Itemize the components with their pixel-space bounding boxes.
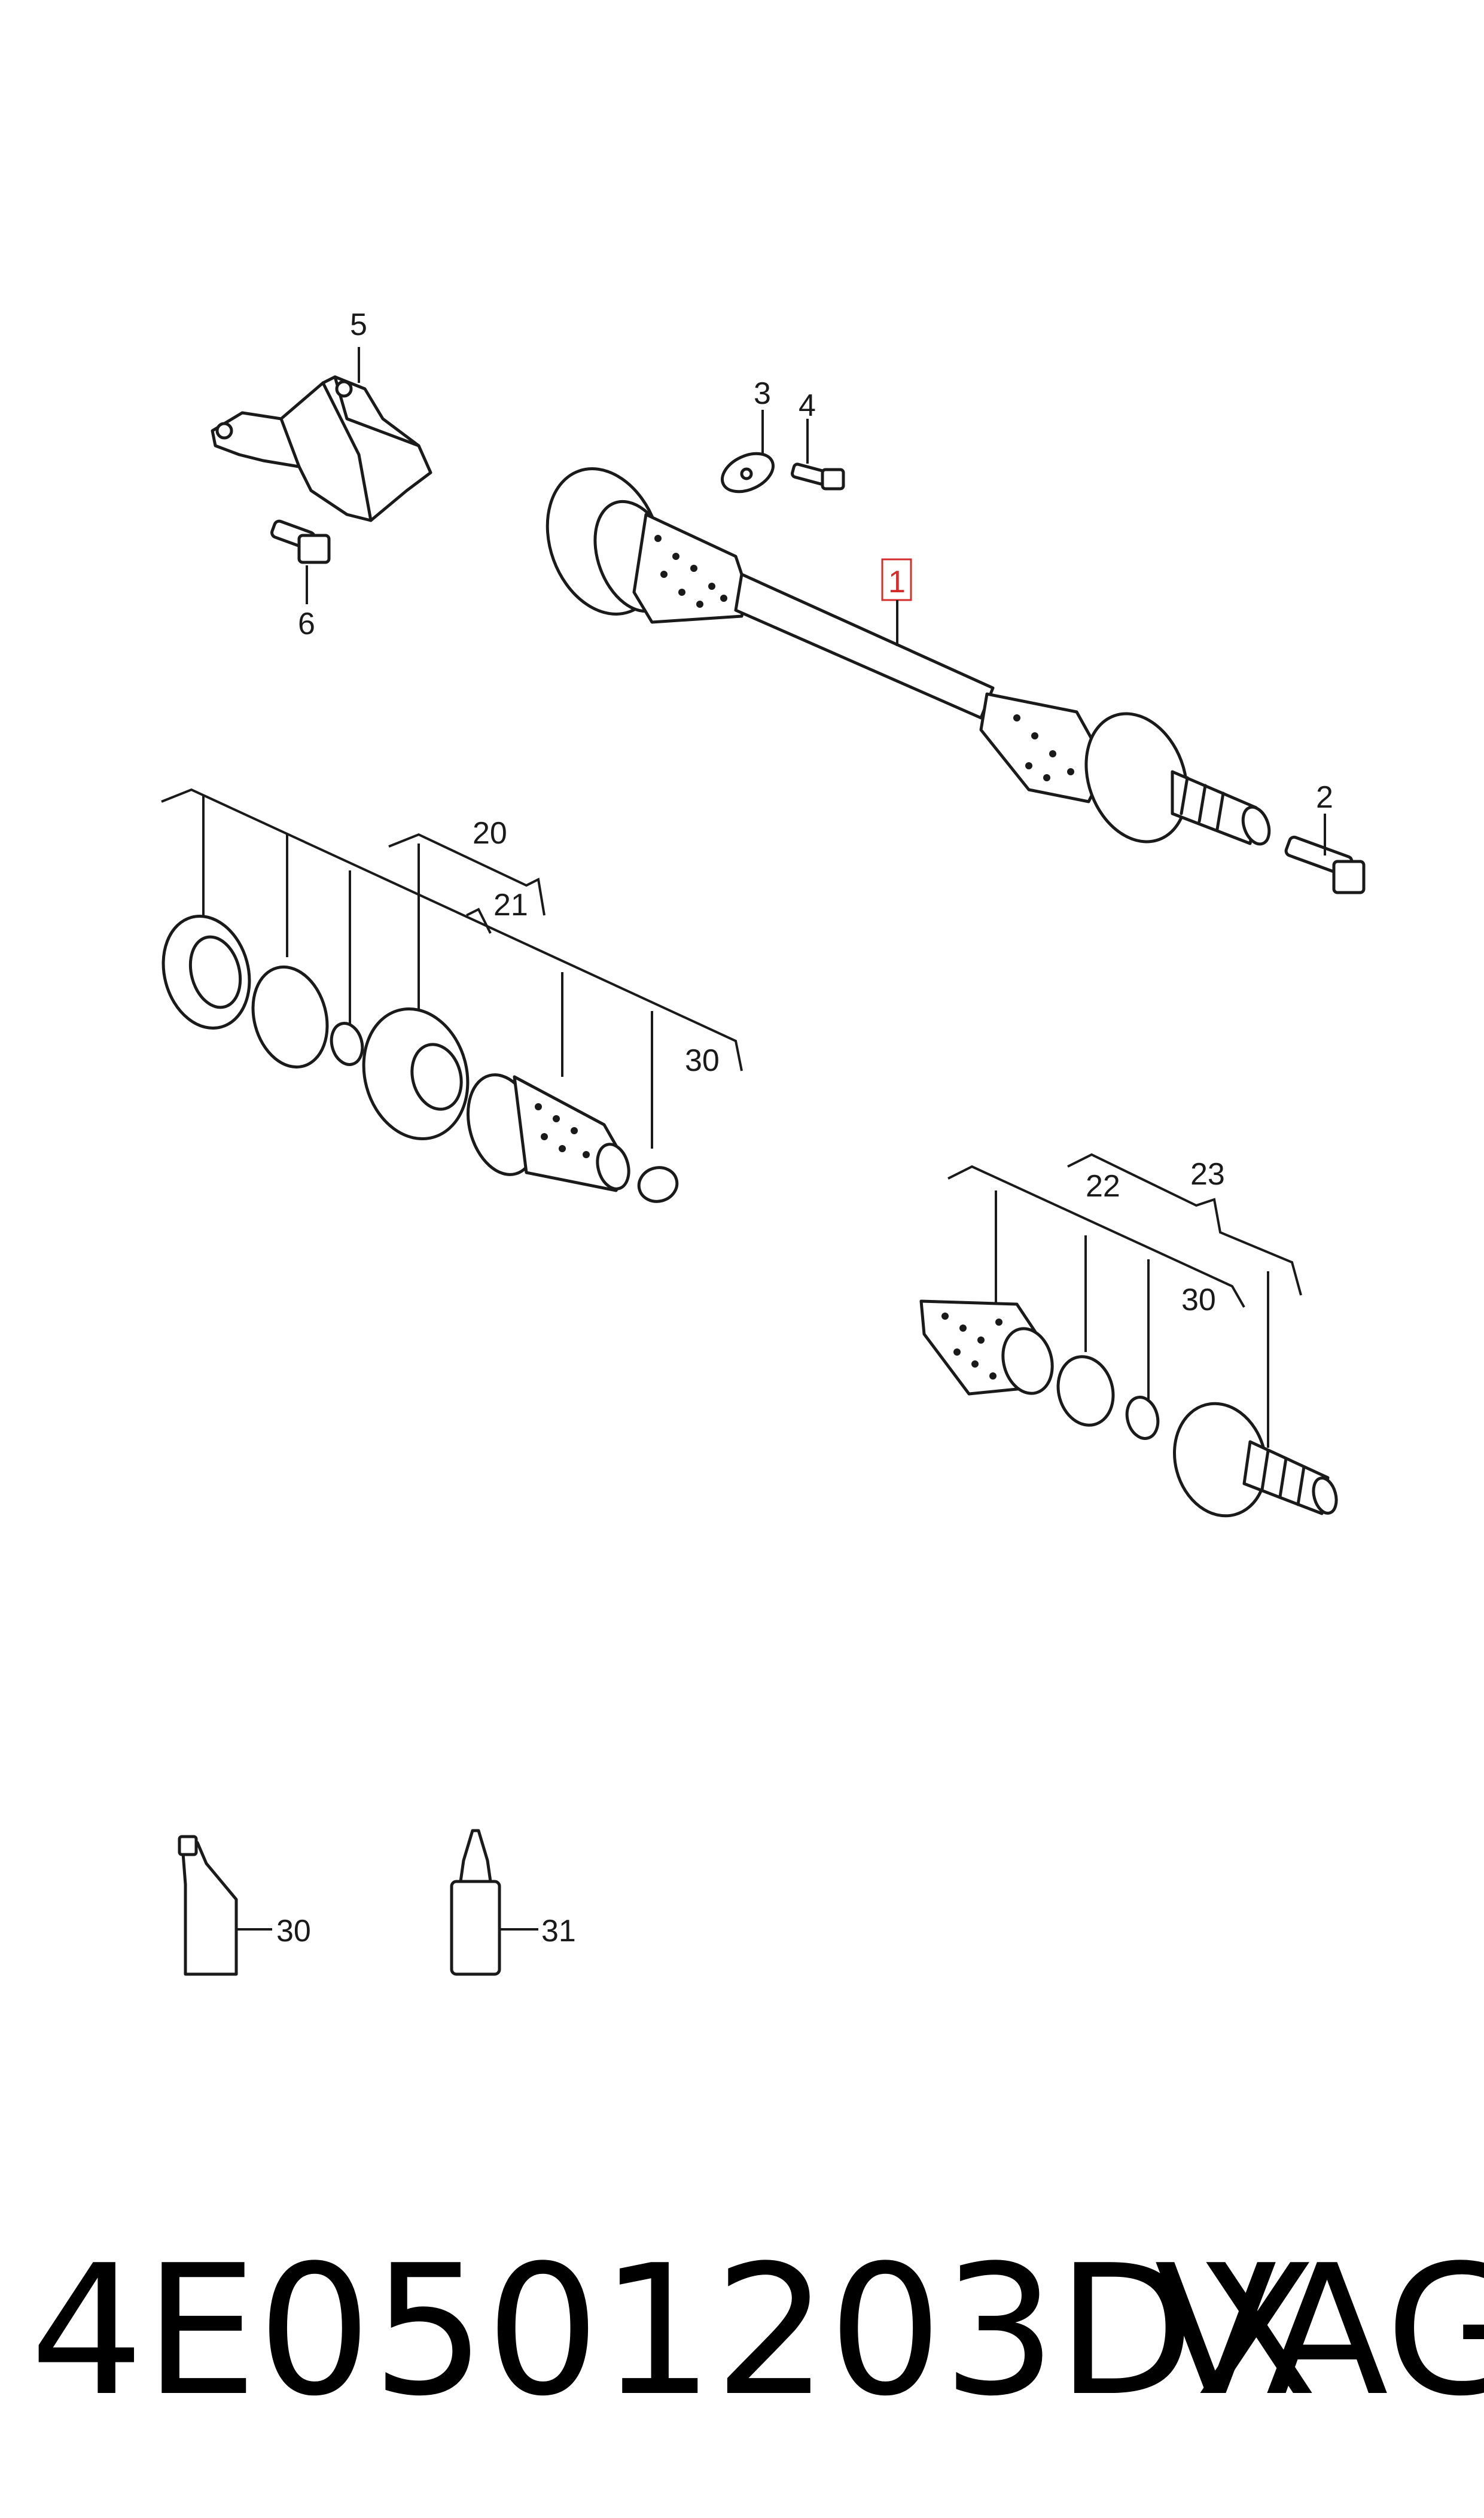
label-3: 3 <box>754 376 771 411</box>
part-5-heat-shield <box>211 375 432 522</box>
part-grease-tube <box>178 1835 238 1976</box>
label-2: 2 <box>1316 780 1333 815</box>
part-outer-boot <box>919 1299 1054 1396</box>
part-flange-cover <box>161 914 251 1030</box>
label-20: 20 <box>473 816 507 851</box>
label-30-inner: 30 <box>685 1043 720 1078</box>
label-31: 31 <box>541 1914 576 1948</box>
label-1: 1 <box>888 565 906 599</box>
bracket-group-inner <box>161 788 743 1149</box>
part-clamp-outer <box>1056 1355 1115 1427</box>
part-inner-joint-housing <box>362 1007 470 1141</box>
part-clamp-inner <box>637 1166 679 1203</box>
part-2-bolt <box>1284 835 1366 894</box>
brand-text: VAG <box>1154 2227 1484 2435</box>
part-6-bolt <box>270 519 331 564</box>
bracket-group-outer <box>947 1153 1302 1448</box>
part-circlip-outer <box>1125 1396 1160 1440</box>
part-number-text: 4E0501203DX <box>30 2227 1318 2435</box>
part-3-locking-plate <box>721 452 775 494</box>
part-inner-boot <box>466 1073 630 1192</box>
label-22: 22 <box>1086 1169 1120 1204</box>
label-6: 6 <box>298 607 315 641</box>
label-5: 5 <box>350 307 367 342</box>
part-bottle <box>450 1829 501 1976</box>
part-circlip-inner <box>330 1022 364 1066</box>
part-1-drive-shaft <box>546 467 1271 846</box>
part-outer-joint <box>1172 1402 1338 1518</box>
part-4-bolt <box>791 462 845 491</box>
label-4: 4 <box>799 388 816 423</box>
label-30-outer: 30 <box>1181 1283 1216 1317</box>
label-21: 21 <box>493 888 528 922</box>
label-23: 23 <box>1190 1157 1225 1192</box>
label-30-grease: 30 <box>276 1914 311 1948</box>
part-gasket <box>251 965 329 1069</box>
